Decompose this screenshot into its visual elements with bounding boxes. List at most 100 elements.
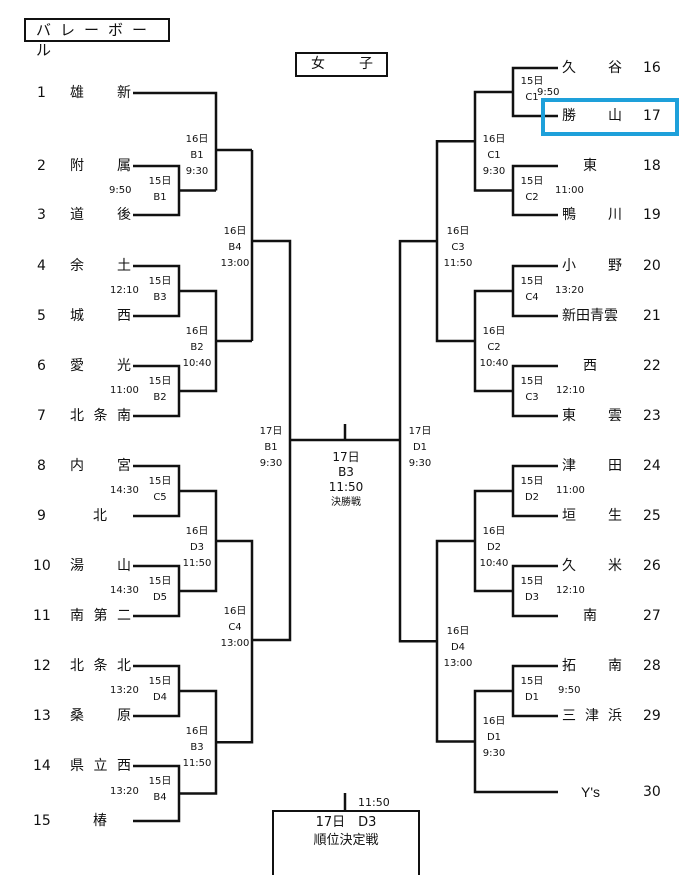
match-day: 15日 xyxy=(148,776,172,787)
team-name-char: 愛 xyxy=(70,358,84,374)
team-name: 北 xyxy=(93,508,107,524)
match-day: 15日 xyxy=(148,576,172,587)
match-time: 10:40 xyxy=(479,558,509,569)
seed-number: 12 xyxy=(33,658,51,674)
final-label: 決勝戦 xyxy=(331,497,361,508)
seed-number: 2 xyxy=(37,158,46,174)
match-day: 15日 xyxy=(520,276,544,287)
team-name-char: 野 xyxy=(608,258,622,274)
team-name-char: 東 xyxy=(562,408,576,424)
match-court: D3 xyxy=(189,542,205,553)
match-day: 16日 xyxy=(185,726,209,737)
match-time: 11:50 xyxy=(182,558,212,569)
final-match-info: 17日 B3 11:50 決勝戦 xyxy=(318,450,374,510)
match-day: 15日 xyxy=(148,176,172,187)
team-name-char: 津 xyxy=(562,458,576,474)
match-time: 13:20 xyxy=(555,285,584,296)
match-court: B1 xyxy=(153,192,167,203)
match-time: 9:50 xyxy=(537,87,560,98)
seed-number: 22 xyxy=(643,358,661,374)
team-name-char: 条 xyxy=(93,658,108,674)
team-name-char: 南 xyxy=(608,658,622,674)
match-time: 11:00 xyxy=(555,185,584,196)
team-name: 東 xyxy=(583,158,597,174)
match-court: B2 xyxy=(153,392,167,403)
team-name-char: 二 xyxy=(117,608,131,624)
match-day: 16日 xyxy=(482,134,506,145)
match-time: 13:00 xyxy=(220,258,250,269)
match-day: 15日 xyxy=(520,676,544,687)
match-day: 15日 xyxy=(520,476,544,487)
team-name-char: 南 xyxy=(70,608,84,624)
team-name: 新田青雲 xyxy=(562,308,618,324)
match-time: 9:50 xyxy=(558,685,581,696)
match-court: C3 xyxy=(525,392,539,403)
highlight-box xyxy=(541,98,679,136)
team-name-char: 雄 xyxy=(70,85,84,101)
team-name-char: 雲 xyxy=(608,408,622,424)
team-name-char: 属 xyxy=(117,158,131,174)
match-time: 11:50 xyxy=(443,258,473,269)
team-name-char: 久 xyxy=(562,558,576,574)
team-name-char: 小 xyxy=(562,258,576,274)
seed-number: 1 xyxy=(37,85,46,101)
match-court: C4 xyxy=(525,292,539,303)
team-name-char: 第 xyxy=(93,608,108,624)
team-name-char: 谷 xyxy=(608,60,622,76)
seed-number: 11 xyxy=(33,608,51,624)
team-name-char: 湯 xyxy=(70,558,84,574)
match-court: D1 xyxy=(412,442,428,453)
team-name: Y's xyxy=(581,784,601,800)
final-time: 11:50 xyxy=(328,480,364,494)
match-court: B4 xyxy=(153,792,167,803)
match-day: 16日 xyxy=(185,526,209,537)
seed-number: 5 xyxy=(37,308,46,324)
gender-title: 女 子 xyxy=(295,52,388,77)
match-court: B3 xyxy=(153,292,167,303)
match-court: D5 xyxy=(152,592,168,603)
team-name-char: 余 xyxy=(70,258,84,274)
match-time: 13:20 xyxy=(110,685,139,696)
match-court: B1 xyxy=(190,150,204,161)
team-name-char: 桑 xyxy=(70,708,84,724)
gender-right-char: 子 xyxy=(359,56,373,72)
team-name: 南 xyxy=(583,608,597,624)
seed-number: 25 xyxy=(643,508,661,524)
team-name-char: 米 xyxy=(608,558,622,574)
match-time: 9:30 xyxy=(185,166,209,177)
match-time: 14:30 xyxy=(110,485,139,496)
match-time: 11:50 xyxy=(182,758,212,769)
seed-number: 23 xyxy=(643,408,661,424)
sport-title-text: バレーボール xyxy=(36,21,157,59)
team-name-char: 附 xyxy=(70,158,84,174)
match-day: 15日 xyxy=(520,176,544,187)
seed-number: 9 xyxy=(37,508,46,524)
match-day: 15日 xyxy=(520,76,544,87)
match-time: 11:00 xyxy=(110,385,139,396)
placement-match-box: 17日 D3 順位決定戦 xyxy=(272,810,420,875)
match-day: 15日 xyxy=(520,376,544,387)
match-label-l-r2-c: 16日 D3 11:50 xyxy=(175,524,219,572)
match-time: 12:10 xyxy=(556,385,585,396)
seed-number: 3 xyxy=(37,207,46,223)
